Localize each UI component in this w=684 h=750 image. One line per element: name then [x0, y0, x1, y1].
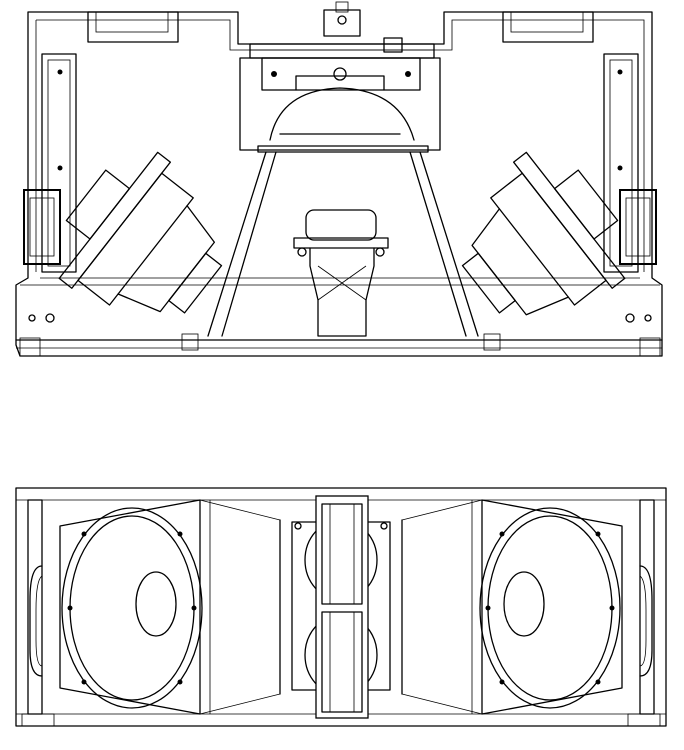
rigging-bracket — [249, 1, 435, 59]
right-woofer-front — [401, 499, 623, 715]
front-view — [15, 487, 667, 727]
base-feet-top — [19, 333, 661, 357]
top-handle-left — [87, 11, 179, 43]
top-view — [15, 1, 663, 357]
center-driver-top — [293, 209, 389, 337]
right-woofer-top — [461, 151, 626, 316]
left-woofer-front — [59, 499, 281, 715]
side-handle-right — [639, 565, 653, 677]
cabinet-outline-top — [15, 11, 663, 357]
side-handle-left — [29, 565, 43, 677]
top-handle-right — [502, 11, 594, 43]
center-horn-top — [207, 57, 479, 337]
left-woofer-top — [58, 151, 223, 314]
right-side-panel — [603, 53, 657, 323]
center-hf-front — [291, 495, 391, 719]
left-side-panel — [23, 53, 77, 323]
